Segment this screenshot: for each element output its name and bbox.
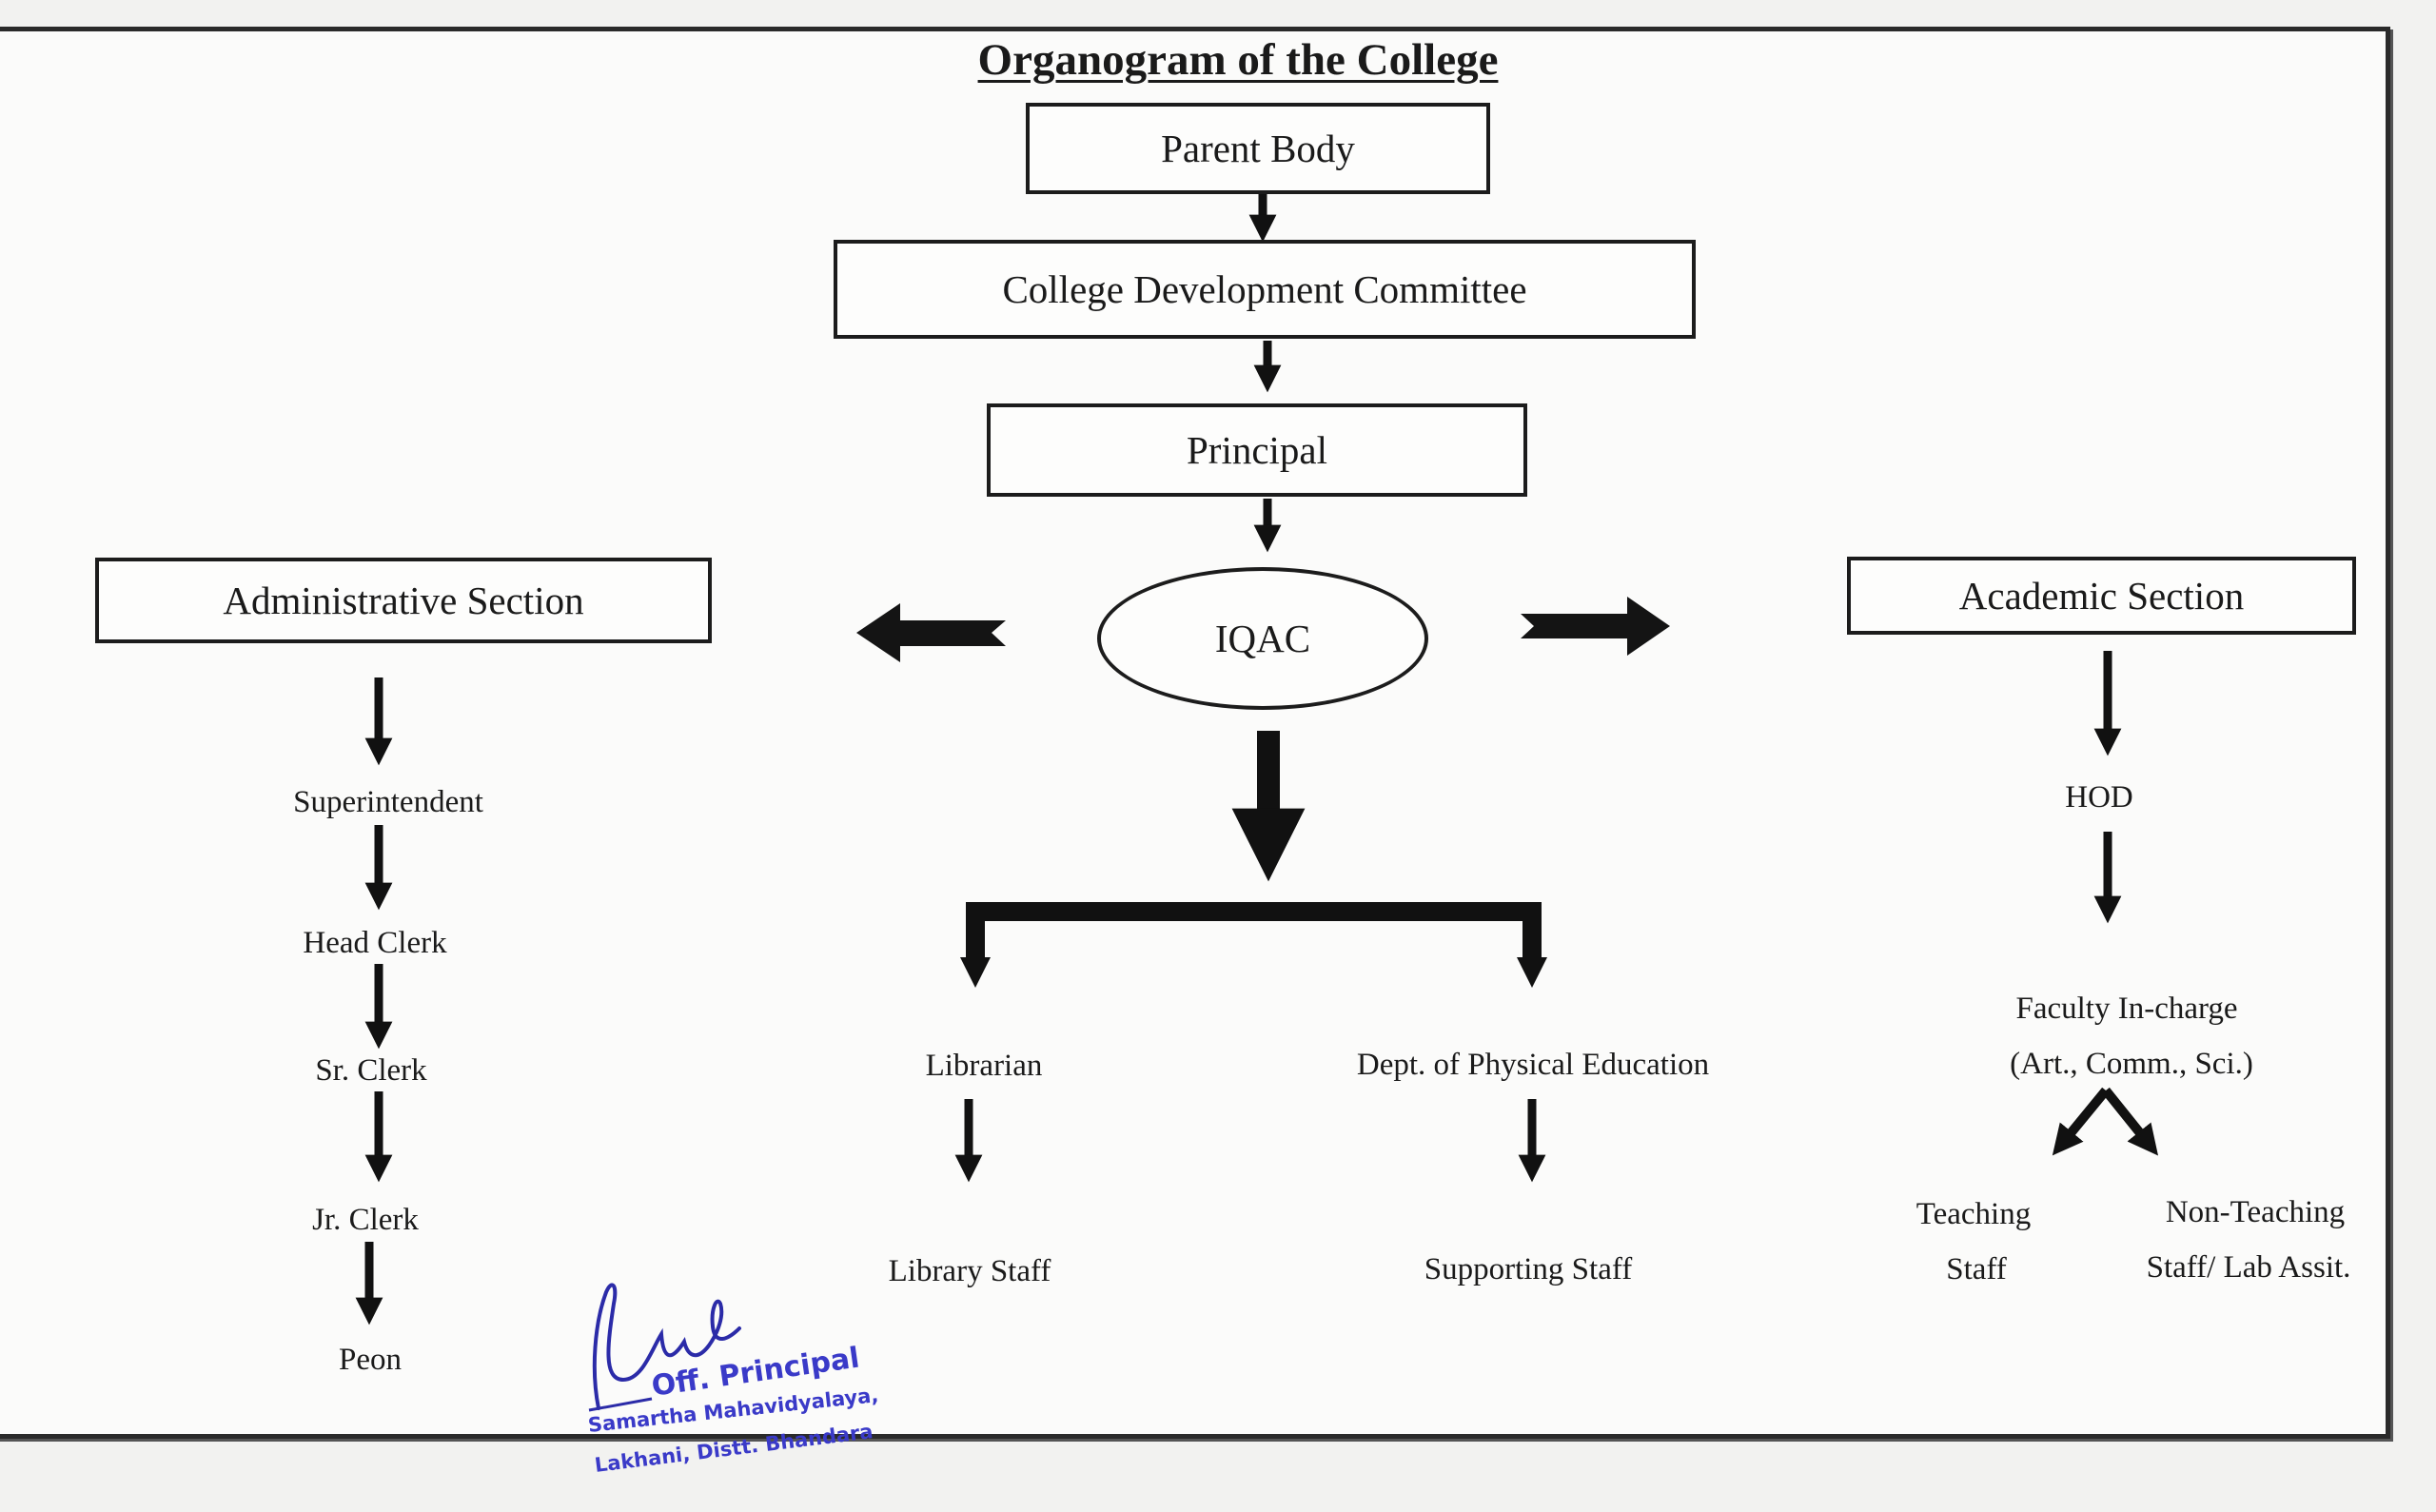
arrow-faculty-to-nonteaching bbox=[2102, 1087, 2159, 1156]
parent-body-label: Parent Body bbox=[1161, 127, 1355, 170]
faculty-incharge-line2: (Art., Comm., Sci.) bbox=[2010, 1047, 2253, 1081]
academic-section-label: Academic Section bbox=[1958, 574, 2245, 618]
admin-item-superintendent: Superintendent bbox=[293, 785, 483, 819]
cdc-label: College Development Committee bbox=[1002, 267, 1527, 311]
librarian-label: Librarian bbox=[925, 1049, 1043, 1083]
admin-item-head-clerk: Head Clerk bbox=[303, 926, 447, 960]
academic-section-box: Academic Section bbox=[1847, 557, 2356, 635]
administrative-section-box: Administrative Section bbox=[95, 558, 712, 643]
admin-item-jr-clerk: Jr. Clerk bbox=[312, 1203, 419, 1237]
iqac-label: IQAC bbox=[1214, 617, 1311, 660]
non-teaching-staff-line2: Staff/ Lab Assit. bbox=[2146, 1250, 2351, 1285]
admin-item-sr-clerk: Sr. Clerk bbox=[315, 1053, 427, 1088]
principal-signature bbox=[588, 1283, 741, 1412]
branch-connector bbox=[966, 902, 1542, 969]
page-title: Organogram of the College bbox=[977, 35, 1499, 85]
physical-education-label: Dept. of Physical Education bbox=[1356, 1048, 1710, 1082]
non-teaching-staff-line1: Non-Teaching bbox=[2165, 1195, 2346, 1229]
iqac-ellipse: IQAC bbox=[1097, 567, 1428, 710]
arrow-faculty-to-teaching bbox=[2052, 1087, 2110, 1156]
supporting-staff-label: Supporting Staff bbox=[1424, 1252, 1633, 1286]
principal-box: Principal bbox=[987, 403, 1527, 497]
teaching-staff-line1: Teaching bbox=[1915, 1197, 2032, 1231]
arrow-iqac-to-academic bbox=[1521, 597, 1670, 656]
admin-item-peon: Peon bbox=[339, 1343, 402, 1377]
teaching-staff-line2: Staff bbox=[1946, 1252, 2007, 1286]
arrow-iqac-to-admin bbox=[856, 603, 1006, 662]
administrative-section-label: Administrative Section bbox=[223, 579, 584, 622]
faculty-incharge-line1: Faculty In-charge bbox=[2015, 992, 2238, 1026]
cdc-box: College Development Committee bbox=[834, 240, 1696, 339]
parent-body-box: Parent Body bbox=[1026, 103, 1490, 194]
library-staff-label: Library Staff bbox=[888, 1254, 1051, 1288]
principal-label: Principal bbox=[1186, 428, 1328, 472]
hod-label: HOD bbox=[2065, 780, 2133, 815]
